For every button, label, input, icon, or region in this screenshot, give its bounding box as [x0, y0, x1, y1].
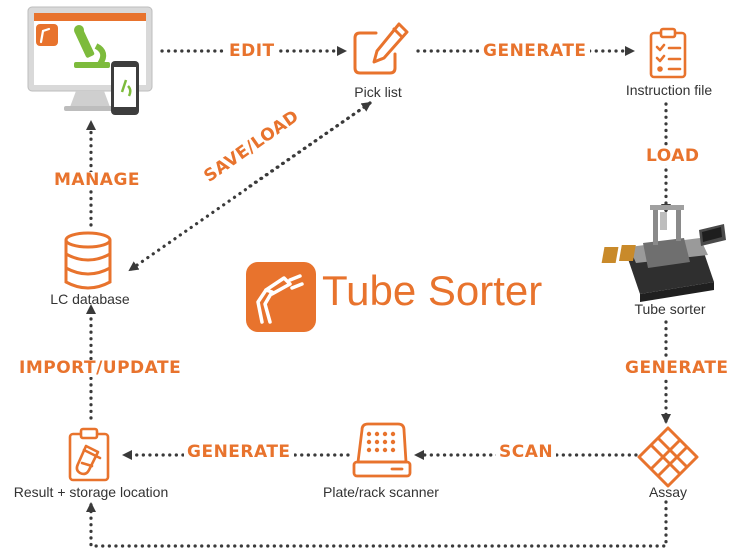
edge-label-scan: SCAN [496, 444, 557, 461]
tube-sorter-machine-icon [601, 205, 726, 302]
pick-list-label: Pick list [354, 84, 402, 100]
brand-name: Tube Sorter [322, 267, 543, 314]
database-icon [64, 231, 112, 290]
edge-label-load: LOAD [643, 148, 703, 165]
result-storage-location-label: Result + storage location [13, 484, 169, 500]
edge-label-edit: EDIT [226, 43, 278, 60]
edge-save-load-reverse-connector [248, 101, 372, 188]
clipboard-checklist-icon [649, 27, 687, 79]
edge-label-generate-assay: GENERATE [622, 360, 732, 377]
edge-label-import-update: IMPORT/UPDATE [16, 360, 185, 377]
edge-return-loop-connector [86, 500, 668, 548]
rack-scanner-icon [352, 422, 412, 478]
edge-label-generate-instructions: GENERATE [480, 43, 590, 60]
clipboard-tube-icon [68, 427, 110, 482]
computer-with-phone-icon [27, 6, 153, 115]
lc-database-label: LC database [50, 291, 130, 307]
instruction-file-label: Instruction file [625, 82, 713, 98]
tube-sorter-label: Tube sorter [634, 301, 706, 317]
edit-pencil-icon [353, 22, 409, 75]
assay-grid-icon [637, 426, 699, 488]
edge-label-manage: MANAGE [51, 172, 144, 189]
plate-rack-scanner-label: Plate/rack scanner [323, 484, 439, 500]
tube-sorter-logo-icon [246, 262, 316, 332]
assay-label: Assay [648, 484, 688, 500]
edge-label-generate-result: GENERATE [184, 444, 294, 461]
